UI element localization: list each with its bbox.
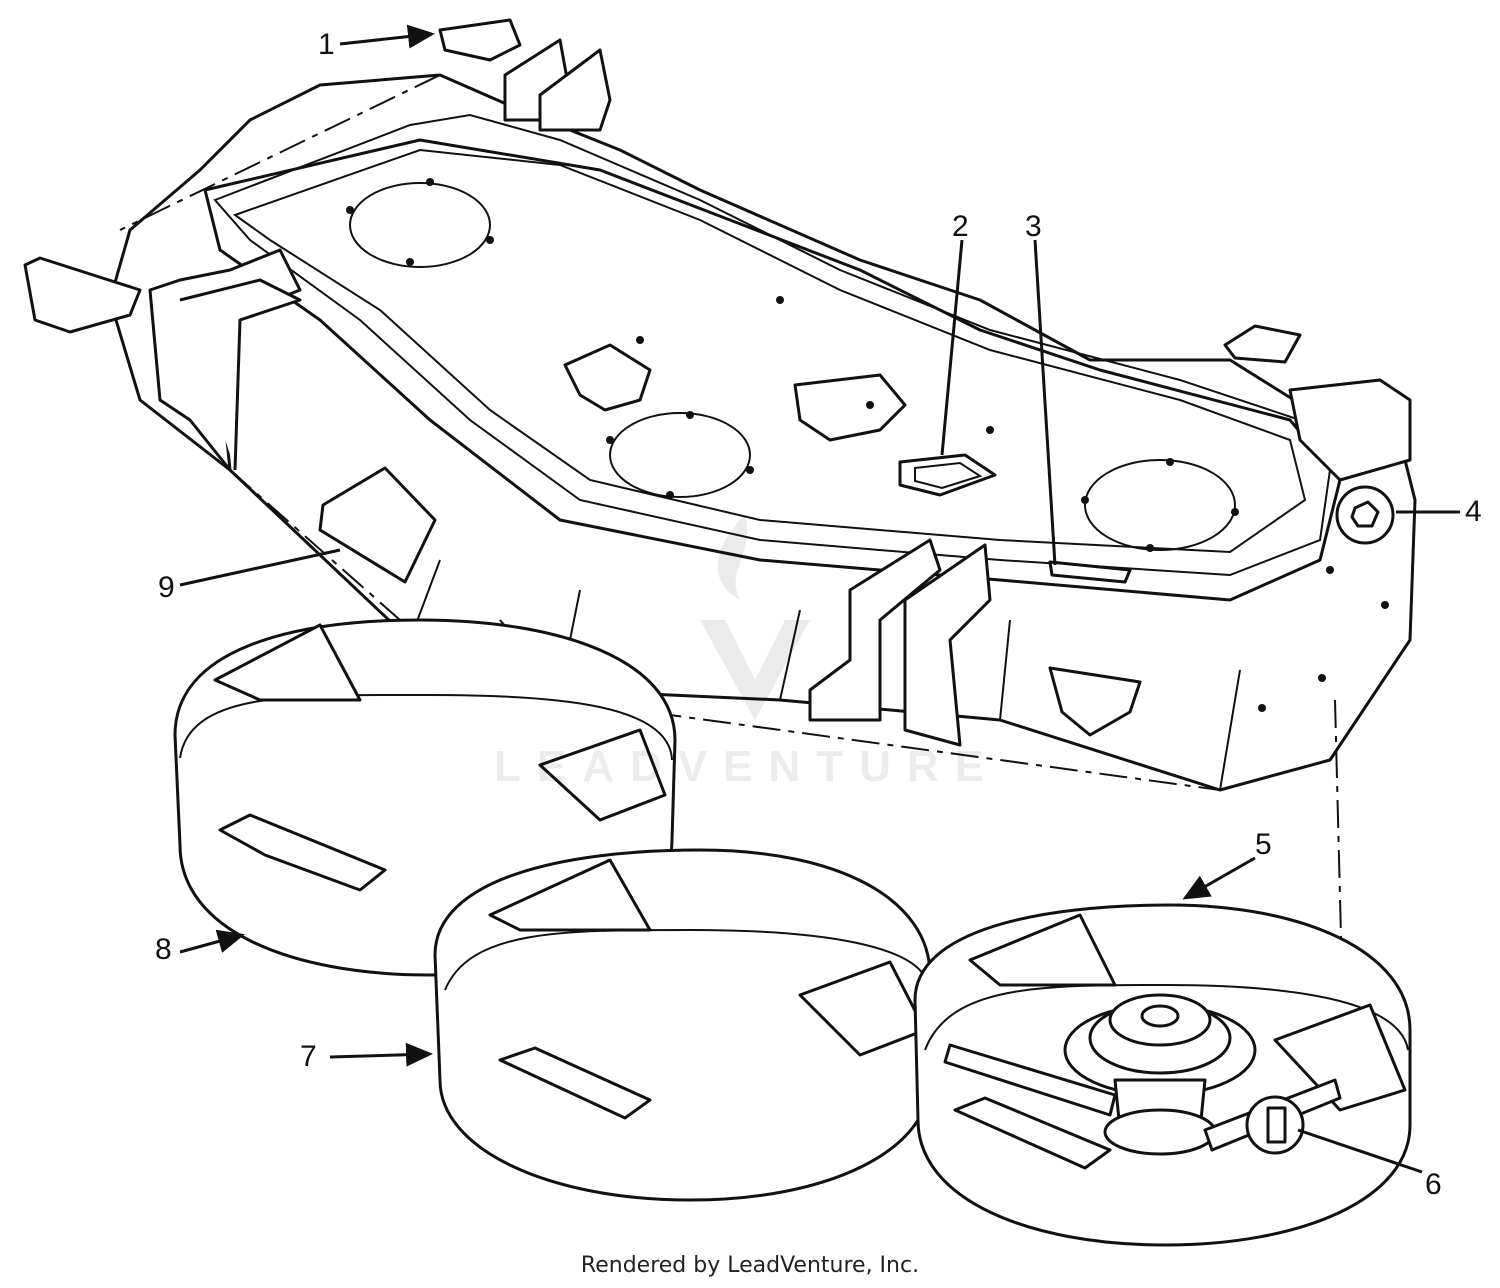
- decal-item-9: [318, 466, 437, 584]
- callout-5: 5: [1255, 828, 1272, 861]
- callout-4: 4: [1465, 495, 1482, 528]
- baffle-item-7: [433, 848, 932, 1202]
- bolt-item-6: [1245, 1095, 1305, 1155]
- decal-item-2: [898, 453, 997, 497]
- deck-spindle-openings: [346, 178, 1389, 712]
- pulley-nut-item-4: [1335, 485, 1395, 545]
- callout-2: 2: [952, 210, 969, 243]
- callout-6: 6: [1425, 1168, 1442, 1201]
- callout-7: 7: [300, 1040, 317, 1073]
- callout-3: 3: [1025, 210, 1042, 243]
- callout-1: 1: [318, 28, 335, 61]
- footer-credit: Rendered by LeadVenture, Inc.: [580, 1253, 920, 1278]
- mower-deck-housing: [23, 18, 1417, 792]
- watermark-text: LEADVENTURE: [494, 742, 1001, 791]
- callout-9: 9: [158, 571, 175, 604]
- callout-8: 8: [155, 933, 172, 966]
- leadventure-logo-watermark: [700, 515, 810, 720]
- leader-lines: [179, 24, 1460, 1174]
